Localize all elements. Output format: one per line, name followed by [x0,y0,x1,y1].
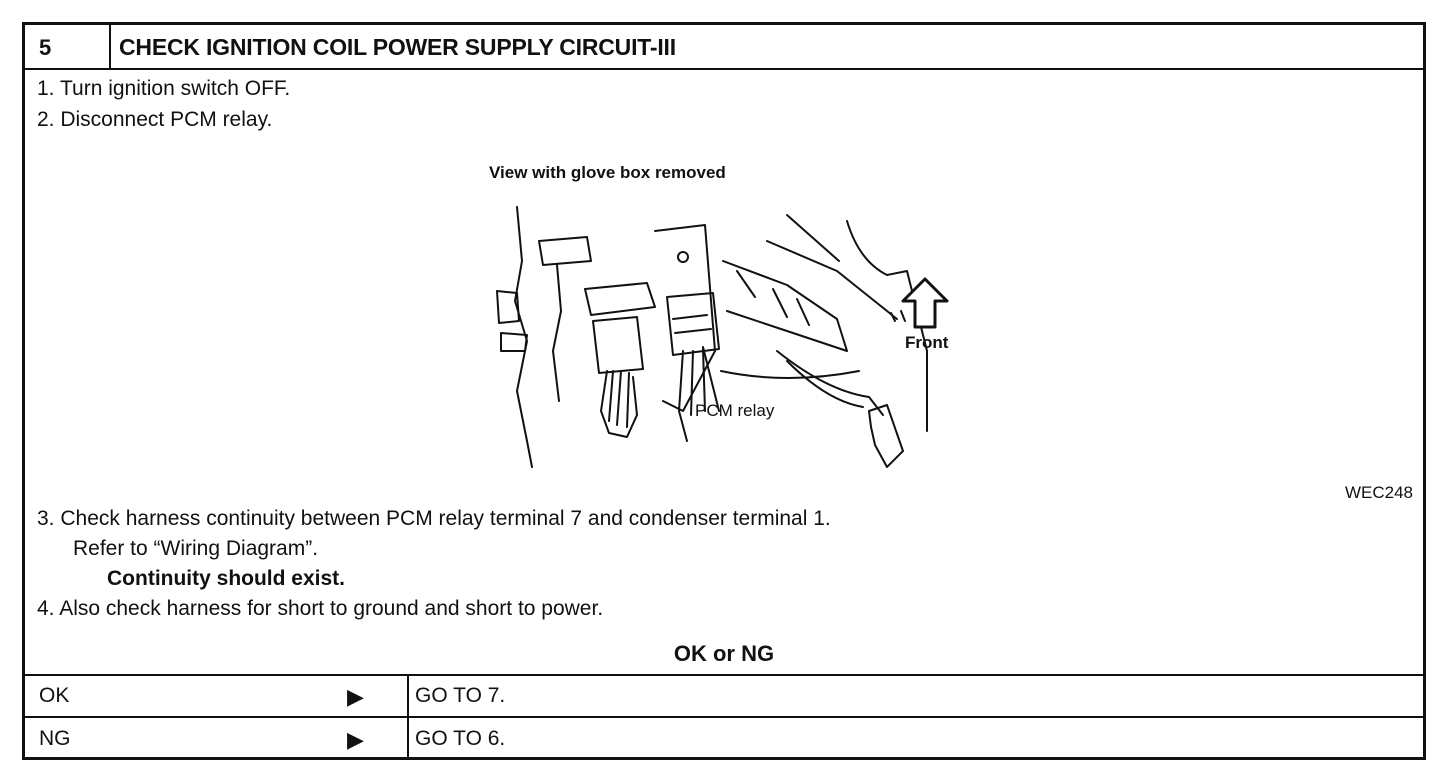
step-number: 5 [39,35,52,60]
step-title: CHECK IGNITION COIL POWER SUPPLY CIRCUIT… [119,34,676,60]
instruction-3-expected: Continuity should exist. [107,567,346,590]
ok-or-ng-prompt: OK or NG [673,641,775,666]
header-rule [25,68,1423,70]
result-ok-label: OK [39,684,70,707]
pcm-relay-label: PCM relay [695,401,775,420]
diagnostic-step-table: 5 CHECK IGNITION COIL POWER SUPPLY CIRCU… [22,22,1426,760]
header-divider [109,25,111,69]
pcm-relay-location-diagram [496,206,928,468]
instruction-3: 3. Check harness continuity between PCM … [37,507,831,530]
result-rule-middle [25,716,1423,718]
result-ng-action: GO TO 6. [415,727,506,750]
result-ng-label: NG [39,727,71,750]
result-ng-arrow-icon: ▶ [347,727,364,752]
result-rule-top [25,674,1423,676]
figure-caption: View with glove box removed [489,163,726,182]
front-label: Front [905,333,949,352]
instruction-3-reference: Refer to “Wiring Diagram”. [73,537,319,560]
result-ok-arrow-icon: ▶ [347,684,364,709]
instruction-4: 4. Also check harness for short to groun… [37,597,604,620]
up-arrow-icon [901,277,949,329]
figure-code: WEC248 [1344,483,1413,502]
result-divider [407,674,409,760]
result-ok-action: GO TO 7. [415,684,506,707]
instruction-2: 2. Disconnect PCM relay. [37,108,273,131]
instruction-1: 1. Turn ignition switch OFF. [37,77,291,100]
